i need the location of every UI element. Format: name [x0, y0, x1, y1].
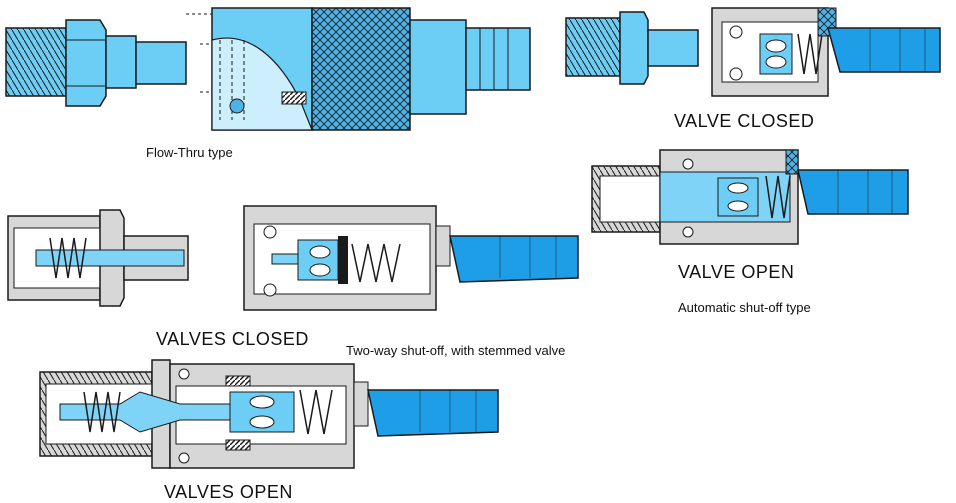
two-way-open-coupling [39, 359, 499, 469]
auto-closed-plug [565, 11, 699, 85]
flow-thru-socket [186, 7, 531, 131]
caption-valves-closed: VALVES CLOSED [156, 329, 309, 349]
caption-flow-thru: Flow-Thru type [146, 145, 233, 160]
caption-two-way: Two-way shut-off, with stemmed valve [346, 343, 565, 358]
caption-valve-open: VALVE OPEN [678, 262, 794, 282]
caption-valve-closed: VALVE CLOSED [674, 111, 814, 131]
flow-thru-plug [5, 19, 187, 107]
auto-open-coupling [591, 149, 909, 245]
auto-closed-socket [711, 7, 941, 97]
caption-automatic: Automatic shut-off type [678, 300, 811, 315]
two-way-closed-socket [243, 205, 579, 311]
caption-valves-open: VALVES OPEN [164, 482, 293, 502]
two-way-closed-plug [7, 209, 189, 307]
